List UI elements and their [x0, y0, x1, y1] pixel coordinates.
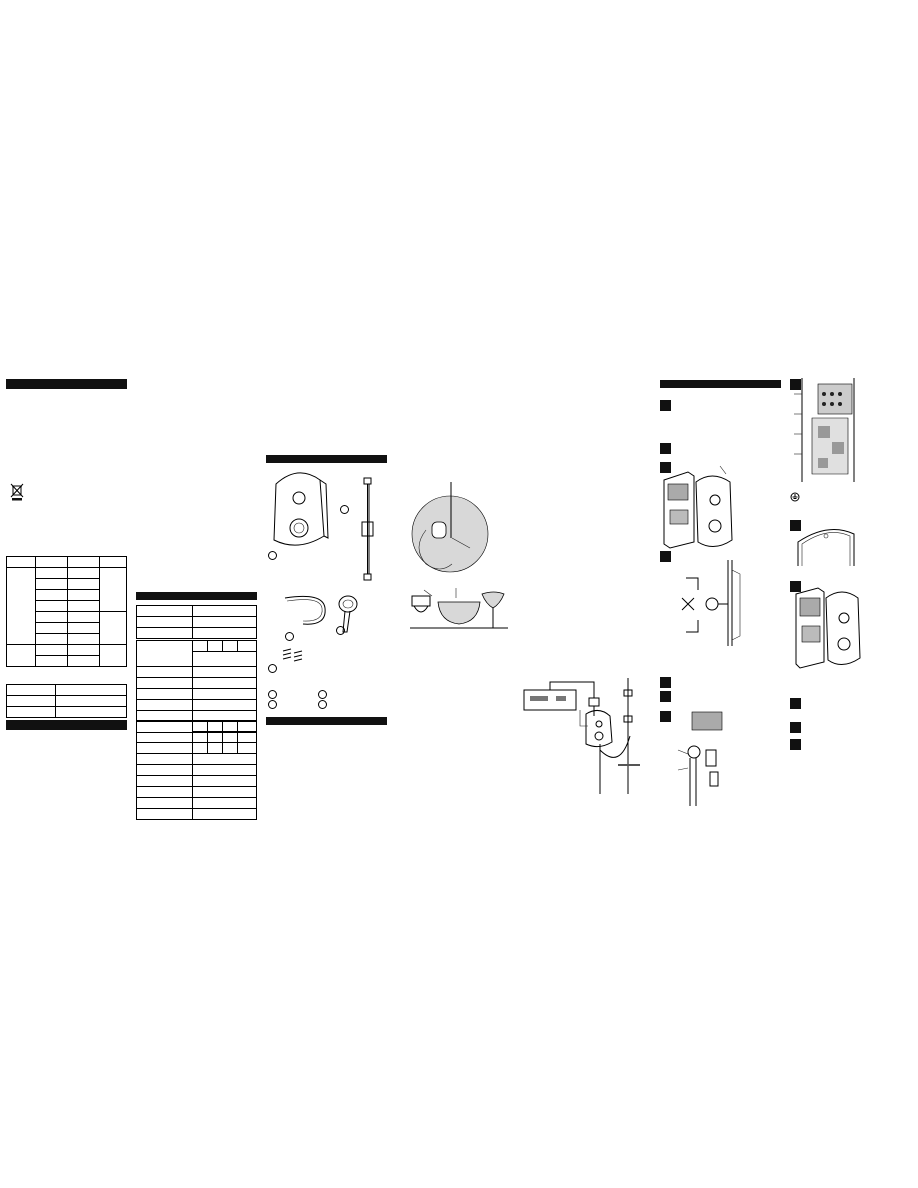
- step-number-9: [790, 520, 801, 531]
- section-header-bar: [266, 717, 387, 725]
- section-header-bar: [6, 720, 127, 730]
- unit-assembly-illustration: [795, 587, 861, 669]
- riser-rail-illustration: [361, 477, 374, 581]
- part-number-marker: [268, 700, 277, 709]
- step-number-1: [660, 400, 671, 411]
- shower-hose-illustration: [284, 595, 326, 625]
- backplate-removal-illustration: [663, 465, 733, 549]
- step-number-12: [790, 722, 801, 733]
- technical-table-2: [136, 640, 257, 733]
- part-number-marker: [318, 700, 327, 709]
- shower-unit-illustration: [273, 472, 329, 546]
- step-number-2: [660, 443, 671, 454]
- step-number-4: [660, 551, 671, 562]
- shower-head-illustration: [338, 595, 358, 633]
- technical-table-1: [136, 605, 257, 639]
- bathroom-zones-diagram: [410, 482, 508, 629]
- part-number-marker: [340, 505, 349, 514]
- step-number-10: [790, 581, 801, 592]
- section-header-bar: [136, 592, 257, 600]
- step-number-3: [660, 462, 671, 473]
- part-number-marker: [268, 551, 277, 560]
- step-number-7: [660, 711, 671, 722]
- part-number-marker: [336, 626, 345, 635]
- electrical-installation-diagram: [523, 678, 640, 794]
- wall-fixing-illustration: [681, 560, 741, 646]
- part-number-marker: [268, 664, 277, 673]
- earth-symbol-icon: [790, 492, 800, 502]
- weee-bin-icon: [10, 483, 24, 501]
- step-number-8: [790, 379, 801, 390]
- section-header-bar: [660, 380, 781, 388]
- terminal-block-illustration: [794, 378, 855, 482]
- step-number-6: [660, 691, 671, 702]
- contact-table: [6, 684, 127, 718]
- part-number-marker: [318, 690, 327, 699]
- step-number-11: [790, 698, 801, 709]
- technical-table-3: [136, 720, 257, 820]
- part-number-marker: [285, 632, 294, 641]
- part-number-marker: [268, 690, 277, 699]
- step-number-13: [790, 739, 801, 750]
- step-number-5: [660, 677, 671, 688]
- section-header-bar: [6, 379, 127, 389]
- specification-table: [6, 556, 127, 667]
- section-header-bar: [266, 455, 387, 463]
- cover-fitting-illustration: [797, 529, 855, 566]
- water-connection-illustration: [677, 711, 723, 806]
- fixing-screws-illustration: [282, 648, 303, 662]
